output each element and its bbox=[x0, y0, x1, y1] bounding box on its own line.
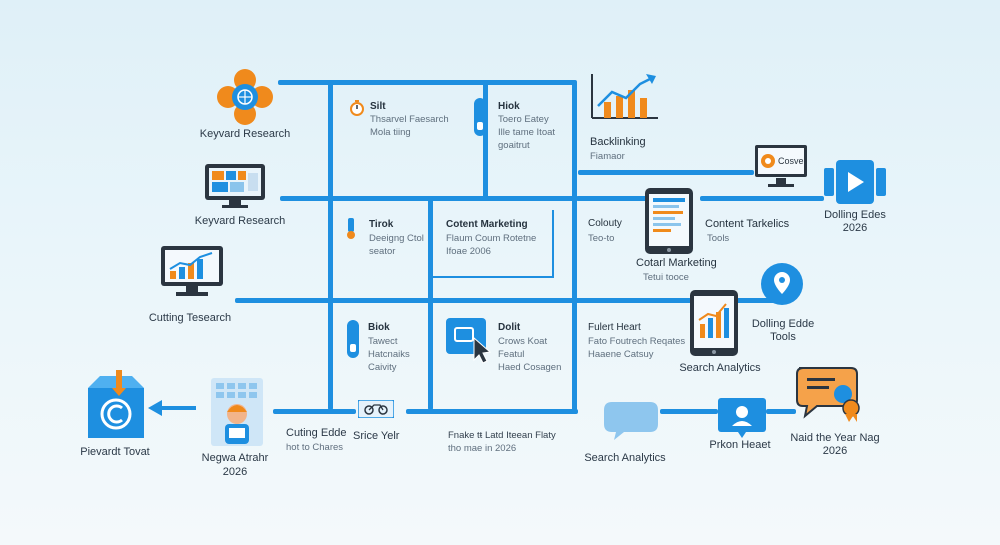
content-marketing-line1: Flaum Coum Rotetne bbox=[446, 233, 537, 244]
connector bbox=[660, 409, 718, 414]
growth-chart-icon bbox=[590, 72, 660, 120]
cuting-edde-sub: hot to Chares bbox=[286, 442, 344, 453]
silt-line2: Mola tiing bbox=[370, 127, 411, 138]
toggle-switch-icon bbox=[474, 98, 486, 136]
connector bbox=[483, 80, 488, 198]
tablet-document-icon bbox=[645, 188, 693, 254]
backlinking-sub: Fiamaor bbox=[590, 151, 625, 162]
content-marketing-title: Cotent Marketing bbox=[446, 219, 528, 230]
person-calendar-icon bbox=[211, 378, 263, 446]
colouty-title: Colouty bbox=[588, 218, 622, 229]
tablet-chart-icon bbox=[690, 290, 738, 356]
fnake-title: Fnake tŧ Latd Iteean Flaty bbox=[448, 430, 556, 441]
monitor-dashboard-icon bbox=[204, 163, 266, 209]
hiok-title: Hiok bbox=[498, 101, 520, 112]
connector bbox=[578, 170, 754, 175]
user-badge-icon bbox=[718, 398, 766, 438]
stopwatch-icon bbox=[349, 100, 365, 116]
keyword-research-mid-label: Keyvard Research bbox=[194, 215, 286, 227]
backlinking-title: Backlinking bbox=[590, 136, 646, 148]
content-tarkelics-sub: Tools bbox=[707, 233, 730, 244]
fnake-sub: tho mae in 2026 bbox=[448, 443, 517, 454]
prkon-heaet-label: Prkon Heaet bbox=[709, 439, 771, 451]
connector bbox=[766, 409, 796, 414]
chat-award-icon bbox=[795, 364, 865, 424]
dolit-line1: Crows Koat bbox=[498, 336, 548, 347]
dolling-edes-label: Dolling Edes 2026 bbox=[824, 209, 886, 234]
connector bbox=[328, 80, 333, 410]
cuting-edde-title: Cuting Edde bbox=[286, 427, 347, 439]
connector bbox=[700, 196, 824, 201]
tirok-title: Tirok bbox=[369, 219, 394, 230]
connector bbox=[406, 409, 578, 414]
negwa-atrahr-label: Negwa Atrahr 2026 bbox=[201, 452, 269, 478]
cotarl-marketing-title: Cotarl Marketing bbox=[636, 257, 717, 269]
tirok-line1: Deeigng Ctol bbox=[369, 233, 424, 244]
tirok-line2: seator bbox=[369, 246, 396, 257]
biok-line3: Caivity bbox=[368, 362, 397, 373]
dolit-line3: Haed Cosagen bbox=[498, 362, 562, 373]
cosve-label: Cosve bbox=[778, 156, 804, 166]
globe-network-icon bbox=[214, 66, 276, 128]
dolit-line2: Featul bbox=[498, 349, 525, 360]
srice-yelr-label: Srice Yelr bbox=[353, 430, 400, 442]
play-video-icon bbox=[824, 160, 886, 204]
fulert-heart-line1: Fato Foutrech Reqates bbox=[588, 336, 686, 347]
bicycle-icon bbox=[358, 400, 394, 418]
connector bbox=[235, 298, 783, 303]
copyright-box-icon bbox=[86, 368, 148, 440]
monitor-chart-icon bbox=[160, 245, 224, 299]
silt-title: Silt bbox=[370, 101, 386, 112]
connector bbox=[278, 80, 576, 85]
location-pin-icon bbox=[760, 262, 804, 306]
cursor-click-icon bbox=[446, 318, 494, 364]
silt-line1: Thsarvel Faesarch bbox=[370, 114, 449, 125]
fulert-heart-line2: Haaene Catsuy bbox=[588, 349, 654, 360]
cutting-tesearch-label: Cutting Tesearch bbox=[148, 312, 232, 324]
hiok-line3: goaitrut bbox=[498, 140, 530, 151]
naidthe-year-label: Naid the Year Nag 2026 bbox=[790, 432, 880, 457]
content-marketing-line2: Ifoae 2006 bbox=[446, 246, 491, 257]
connector bbox=[572, 80, 577, 412]
search-analytics-bottom-label: Search Analytics bbox=[584, 452, 666, 464]
toggle-switch-icon bbox=[347, 320, 359, 358]
hiok-line2: Ille tame Itoat bbox=[498, 127, 556, 138]
pievardt-tovat-label: Pievardt Tovat bbox=[80, 446, 150, 458]
connector bbox=[273, 409, 356, 414]
search-analytics-right-label: Search Analytics bbox=[679, 362, 761, 374]
fulert-heart-title: Fulert Heart bbox=[588, 322, 641, 333]
biok-line2: Hatcnaiks bbox=[368, 349, 410, 360]
colouty-sub: Teo-to bbox=[588, 233, 615, 244]
biok-title: Biok bbox=[368, 322, 390, 333]
connector bbox=[576, 196, 686, 201]
dolling-edde-tools-label: Dolling Edde Tools bbox=[751, 318, 815, 343]
hiok-line1: Toero Eatey bbox=[498, 114, 549, 125]
monitor-settings-icon bbox=[754, 144, 808, 190]
content-marketing-frame bbox=[432, 210, 554, 278]
chat-bubble-icon bbox=[602, 398, 660, 442]
arrow-left-icon bbox=[148, 400, 196, 416]
keyword-research-label: Keyvard Research bbox=[199, 128, 291, 140]
tool-icon bbox=[344, 218, 358, 240]
biok-line1: Tawect bbox=[368, 336, 398, 347]
dolit-title: Dolit bbox=[498, 322, 521, 333]
cotarl-marketing-sub: Tetui tooce bbox=[643, 272, 689, 283]
content-tarkelics-title: Content Tarkelics bbox=[705, 218, 790, 230]
connector bbox=[428, 196, 433, 410]
